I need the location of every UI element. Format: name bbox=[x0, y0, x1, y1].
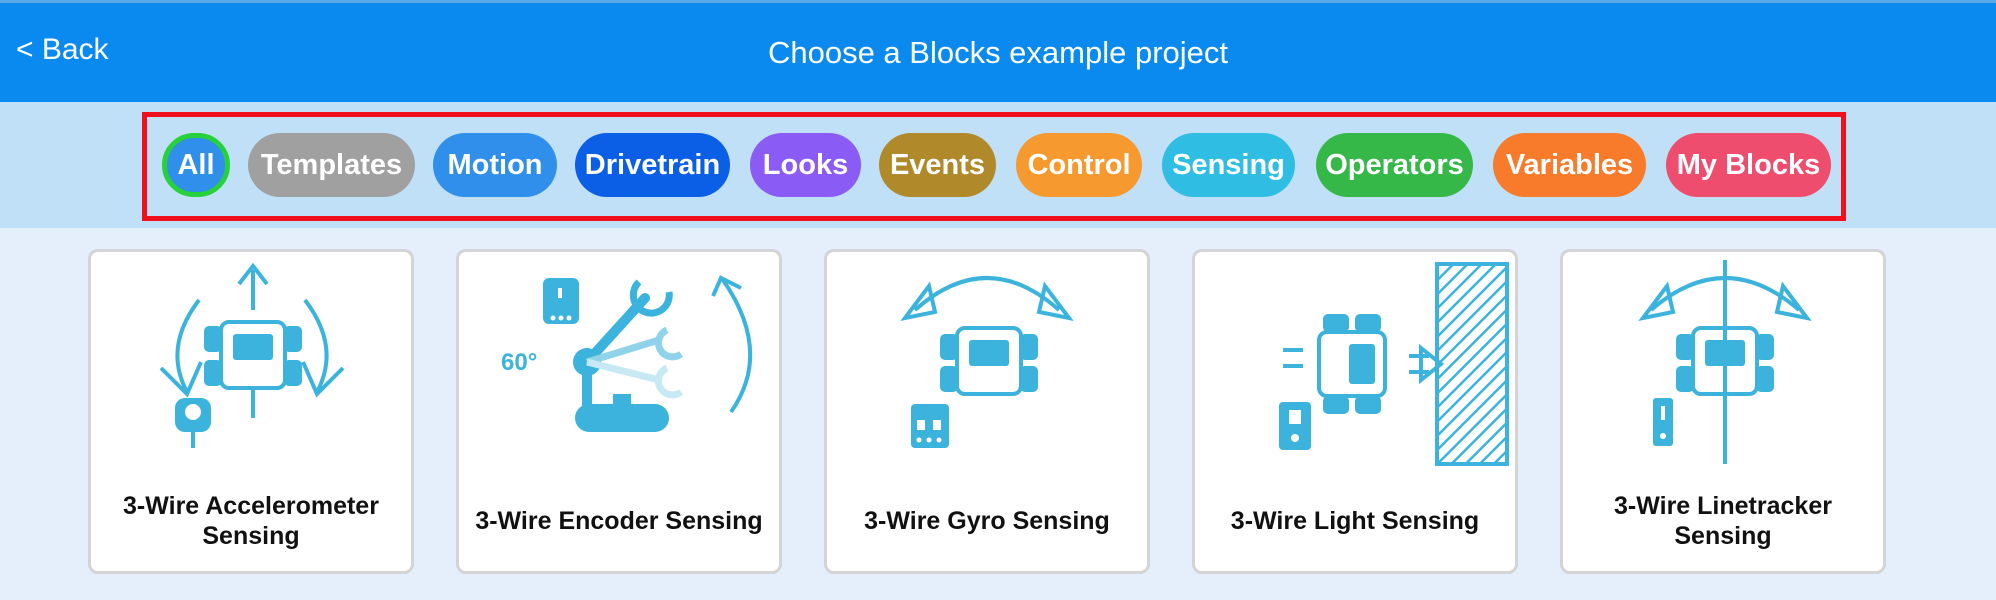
filter-control[interactable]: Control bbox=[1016, 133, 1142, 197]
project-card-encoder[interactable]: 60° 3-Wire Encoder Sensing bbox=[456, 249, 782, 574]
filter-drivetrain[interactable]: Drivetrain bbox=[575, 133, 730, 197]
page-title: Choose a Blocks example project bbox=[767, 35, 1229, 70]
back-button[interactable]: < Back bbox=[16, 33, 109, 66]
filter-sensing[interactable]: Sensing bbox=[1162, 133, 1295, 197]
filter-highlight-frame bbox=[142, 112, 1846, 221]
encoder-arm-icon: 60° bbox=[501, 275, 753, 432]
project-card-gyro[interactable]: 3-Wire Gyro Sensing bbox=[824, 249, 1150, 574]
filter-motion[interactable]: Motion bbox=[433, 133, 557, 197]
filter-all[interactable]: All bbox=[162, 133, 230, 197]
filter-my-blocks[interactable]: My Blocks bbox=[1666, 133, 1831, 197]
filter-variables[interactable]: Variables bbox=[1493, 133, 1646, 197]
linetracker-robot-icon bbox=[1638, 260, 1812, 464]
project-card-linetracker[interactable]: 3-Wire Linetracker Sensing bbox=[1560, 249, 1886, 574]
project-card-light[interactable]: 3-Wire Light Sensing bbox=[1192, 249, 1518, 574]
light-sensor-robot-icon bbox=[1279, 262, 1509, 466]
project-card-label: 3-Wire Accelerometer Sensing bbox=[123, 492, 379, 550]
encoder-angle-text: 60° bbox=[501, 349, 537, 376]
project-card-label: 3-Wire Gyro Sensing bbox=[864, 507, 1110, 535]
filter-templates[interactable]: Templates bbox=[248, 133, 415, 197]
project-card-label: 3-Wire Linetracker Sensing bbox=[1614, 492, 1832, 550]
filter-events[interactable]: Events bbox=[879, 133, 996, 197]
project-card-accelerometer[interactable]: 3-Wire Accelerometer Sensing bbox=[88, 249, 414, 574]
project-card-label: 3-Wire Light Sensing bbox=[1230, 507, 1480, 535]
filter-looks[interactable]: Looks bbox=[750, 133, 861, 197]
gyro-robot-icon bbox=[900, 276, 1074, 448]
filter-operators[interactable]: Operators bbox=[1316, 133, 1473, 197]
project-card-label: 3-Wire Encoder Sensing bbox=[475, 507, 763, 535]
accelerometer-robot-icon bbox=[159, 262, 345, 448]
header-bar: < Back Choose a Blocks example project bbox=[0, 0, 1996, 102]
